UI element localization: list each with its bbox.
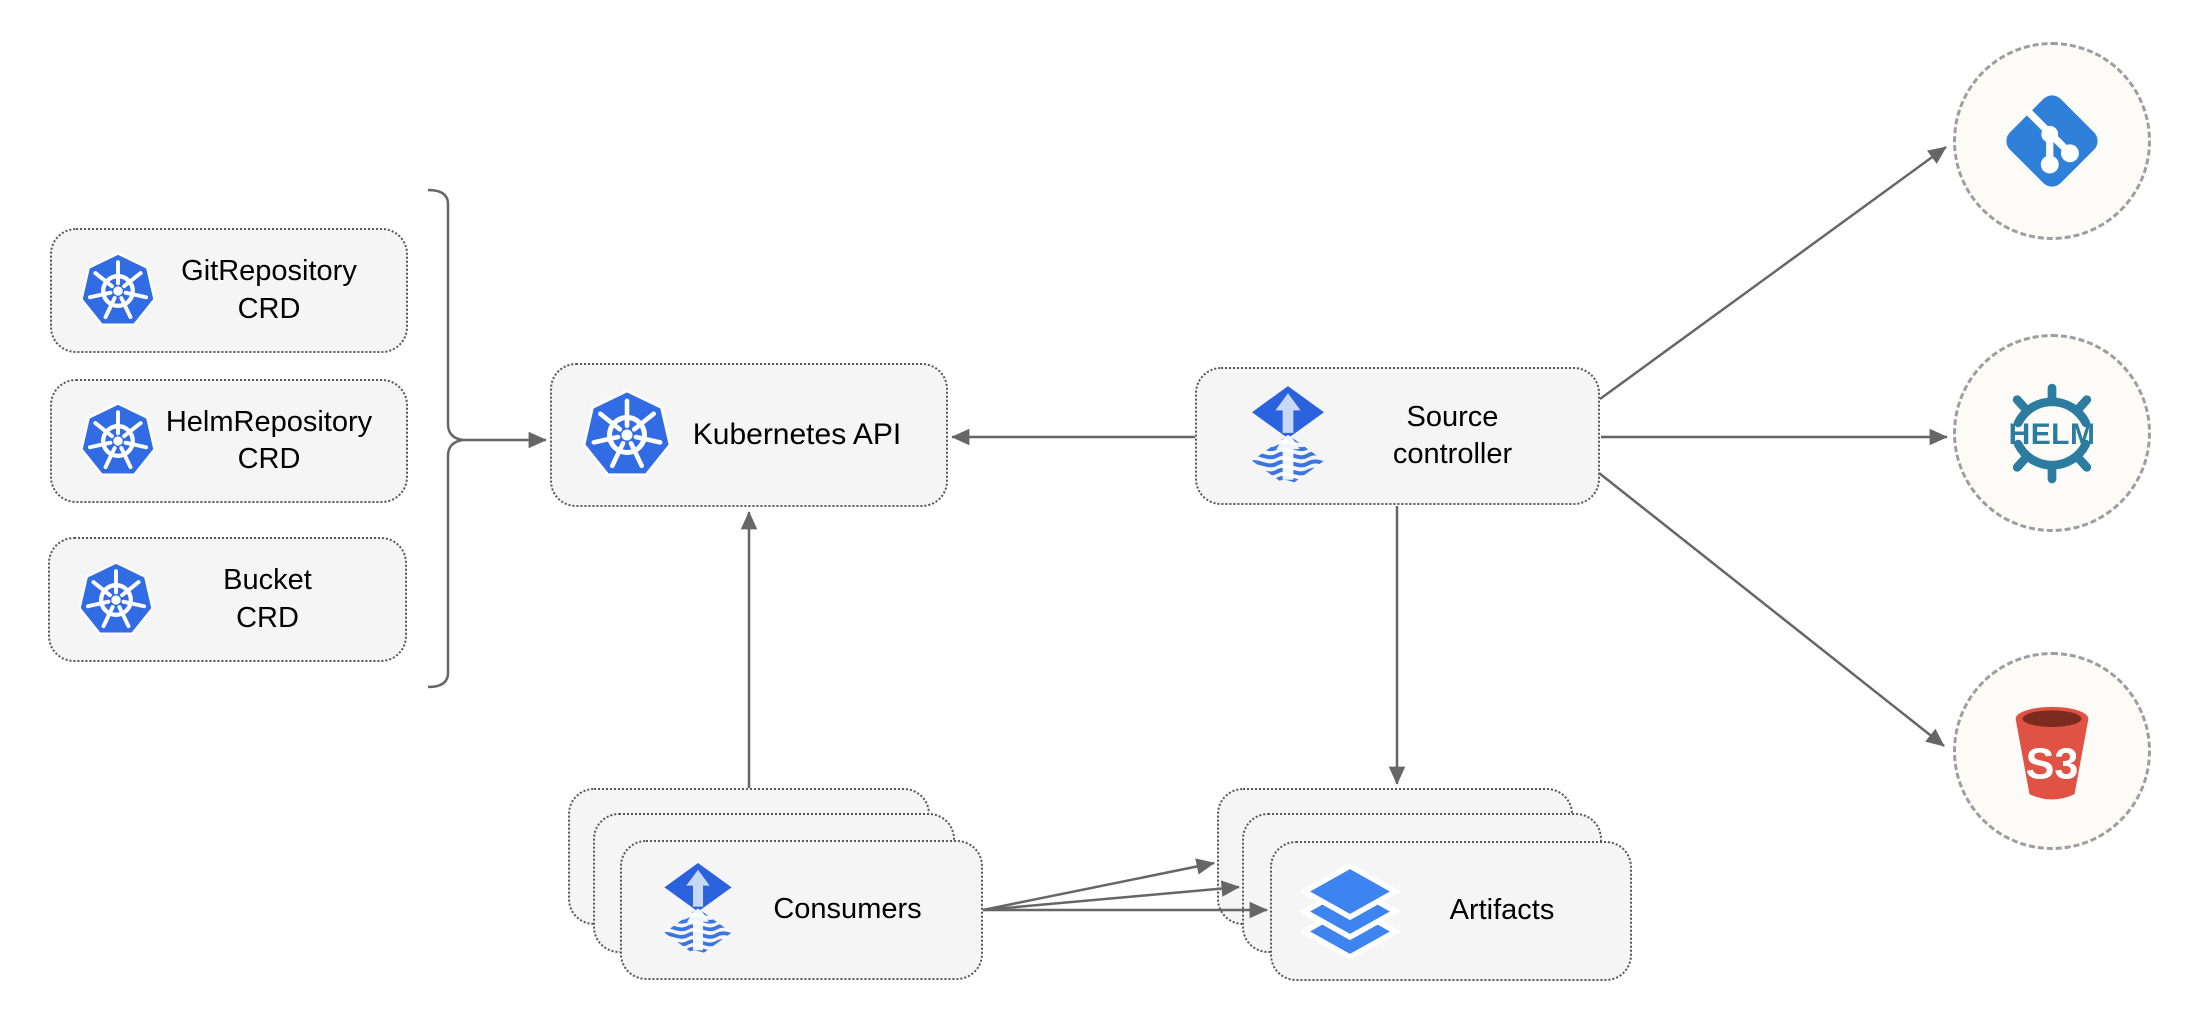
gitrepository-crd-node: GitRepository CRD (50, 228, 408, 353)
source-controller-label: Source controller (1392, 400, 1513, 470)
arrow-consumers-to-artifacts-2 (982, 880, 1240, 912)
arrow-source-controller-to-git (1599, 145, 1947, 401)
helm-icon (1994, 383, 2110, 484)
arrow-source-controller-to-s3 (1598, 472, 1945, 747)
kubernetes-api-label: Kubernetes API (692, 417, 902, 451)
flux-icon (656, 863, 740, 957)
s3-bucket-icon (2003, 696, 2101, 806)
flux-icon (1243, 386, 1333, 487)
artifacts-node: Artifacts (1270, 841, 1632, 981)
bucket-crd-node: Bucket CRD (48, 537, 407, 662)
git-source-node (1953, 42, 2151, 240)
consumers-node: Consumers (620, 840, 983, 980)
kubernetes-icon (76, 561, 156, 639)
bucket-crd-label: Bucket CRD (223, 564, 312, 634)
consumers-label: Consumers (773, 893, 922, 926)
arrow-consumers-to-artifacts-1 (982, 858, 1215, 912)
kubernetes-icon (78, 252, 158, 330)
gitrepository-crd-label: GitRepository CRD (181, 255, 357, 325)
helmrepository-crd-label: HelmRepository CRD (165, 405, 373, 475)
crd-group-bracket (427, 188, 464, 689)
source-controller-node: Source controller (1195, 367, 1600, 505)
git-icon (1996, 85, 2108, 197)
kubernetes-icon (580, 389, 674, 481)
artifacts-label: Artifacts (1449, 894, 1555, 927)
helmrepository-crd-node: HelmRepository CRD (50, 379, 408, 503)
layers-icon (1300, 864, 1400, 959)
kubernetes-icon (78, 402, 158, 480)
s3-source-node (1953, 652, 2151, 850)
kubernetes-api-node: Kubernetes API (550, 363, 948, 507)
helm-source-node (1953, 334, 2151, 532)
